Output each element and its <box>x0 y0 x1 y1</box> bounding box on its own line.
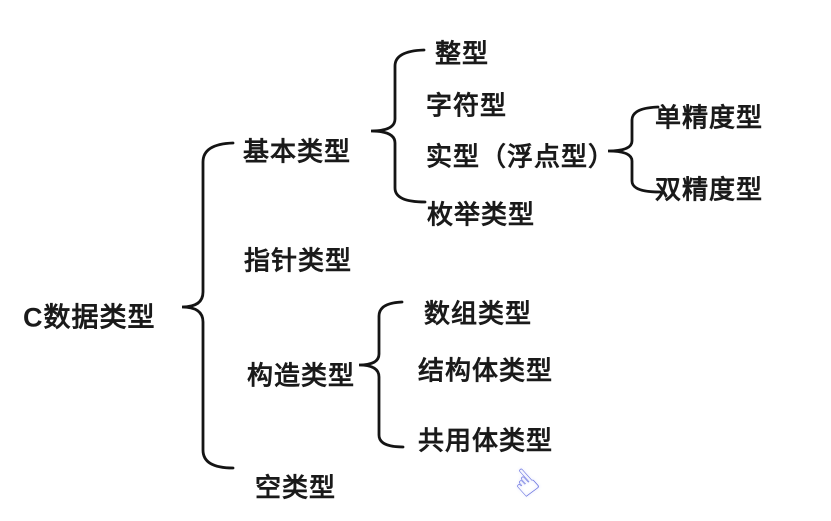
node-void-type: 空类型 <box>255 472 337 503</box>
brace-basic-type <box>370 48 427 204</box>
node-constructed-type: 构造类型 <box>247 360 356 391</box>
hand-pointer-icon: ☝ <box>503 461 548 507</box>
brace-real-type <box>607 105 662 194</box>
node-pointer-type: 指针类型 <box>244 245 353 276</box>
node-array-type: 数组类型 <box>424 298 533 329</box>
brace-root <box>181 141 235 470</box>
brace-constructed-type <box>358 300 405 449</box>
node-char-type: 字符型 <box>426 90 508 121</box>
node-enum-type: 枚举类型 <box>427 199 536 230</box>
node-real-float-type: 实型（浮点型） <box>426 141 616 172</box>
node-double-precision-type: 双精度型 <box>655 174 764 205</box>
node-integer-type: 整型 <box>435 38 490 69</box>
node-single-precision-type: 单精度型 <box>655 102 764 133</box>
node-basic-type: 基本类型 <box>243 136 352 167</box>
node-c-data-types: C数据类型 <box>23 302 156 333</box>
node-struct-type: 结构体类型 <box>418 355 554 386</box>
node-union-type: 共用体类型 <box>418 425 554 456</box>
